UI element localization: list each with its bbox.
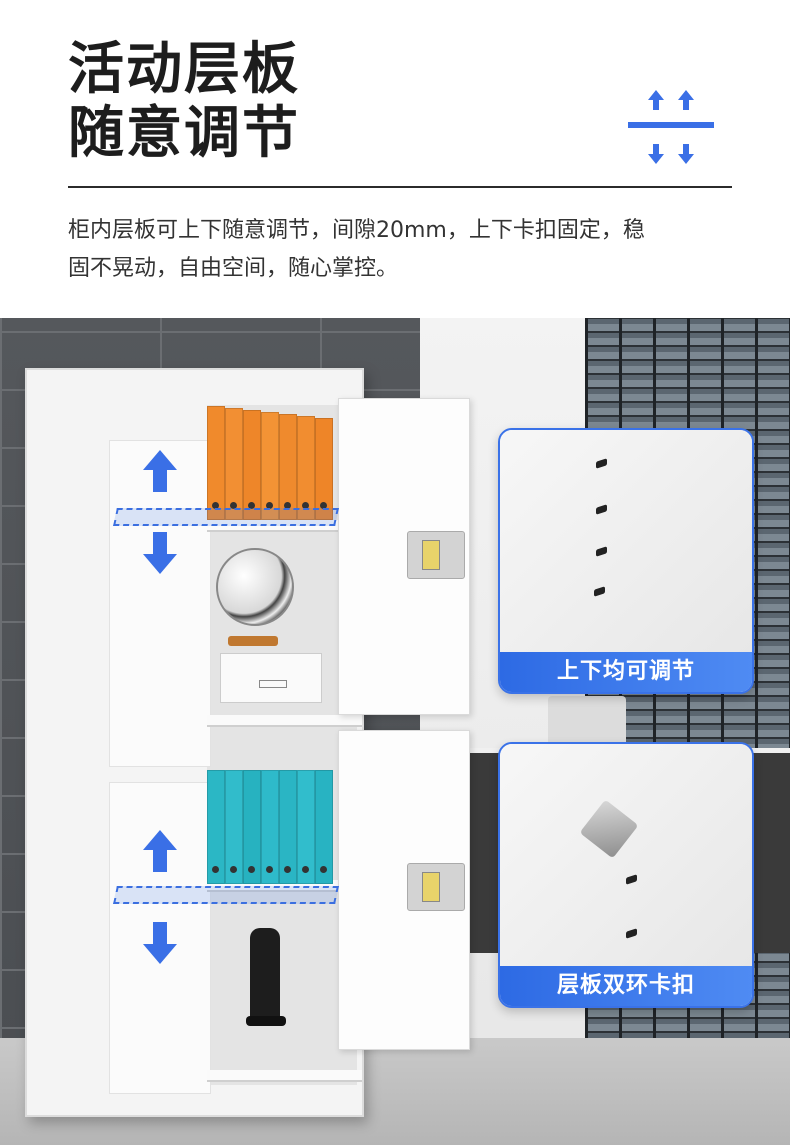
shelf-slot [626,928,637,939]
arrow-down-icon [143,532,177,574]
cabinet-drawer [220,653,322,703]
cabinet-shelf [207,520,362,532]
shelf-clip [579,799,639,859]
binder-teal [225,770,243,884]
title-line-1: 活动层板 [68,37,300,102]
binder-orange [297,416,315,520]
description: 柜内层板可上下随意调节，间隙20mm，上下卡扣固定，稳 固不晃动，自由空间，随心… [68,212,728,288]
adjustable-shelf-highlight [113,508,339,526]
binder-teal [261,770,279,884]
shelf-slot [596,546,607,557]
shelf-slot [596,458,607,469]
arrow-down-icon [143,922,177,964]
globe-decoration [216,548,294,626]
cabinet-shelf [207,715,362,727]
binder-teal [315,770,333,884]
product-photo [0,318,790,1145]
page-title: 活动层板 随意调节 [68,38,300,166]
detail-card-clip: 层板双环卡扣 [498,742,754,1008]
drawer-handle [259,680,287,688]
binder-orange [243,410,261,520]
shelf-slot [626,874,637,885]
binder-orange [207,406,225,520]
laptop [548,696,626,748]
electronic-lock [407,863,465,911]
binder-orange [225,408,243,520]
cabinet-right-door-bottom [338,730,470,1050]
guitarist-figurine [250,928,280,1023]
arrow-up-icon [143,450,177,492]
card-label: 层板双环卡扣 [500,966,752,1006]
description-line-2: 固不晃动，自由空间，随心掌控。 [68,256,399,281]
binder-teal [279,770,297,884]
detail-image-shelf-clip [500,744,752,966]
card-label: 上下均可调节 [500,652,752,692]
figurine-base [246,1016,286,1026]
binder-orange [261,412,279,520]
shelf-slot [594,586,605,597]
vertical-adjust-arrows-icon [628,90,714,164]
title-line-2: 随意调节 [68,101,300,166]
binder-orange [315,418,333,520]
binder-teal [243,770,261,884]
cabinet-left-door-top [109,440,211,767]
binder-teal [207,770,225,884]
cabinet-right-door-top [338,398,470,715]
electronic-lock [407,531,465,579]
adjustable-shelf-highlight [113,886,339,904]
globe-base [228,636,278,646]
arrow-up-icon [143,830,177,872]
binder-teal [297,770,315,884]
cabinet-shelf [207,1070,362,1082]
binder-orange [279,414,297,520]
header-divider [68,186,732,188]
description-line-1: 柜内层板可上下随意调节，间隙20mm，上下卡扣固定，稳 [68,218,645,243]
detail-image-shelf-slots [500,430,752,652]
shelf-slot [596,504,607,515]
detail-card-adjustable: 上下均可调节 [498,428,754,694]
